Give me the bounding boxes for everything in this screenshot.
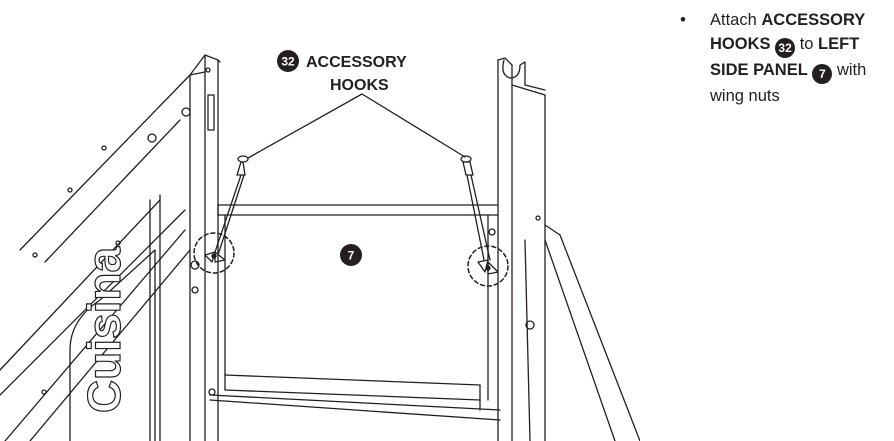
part-a-number-badge: 32 <box>775 38 796 58</box>
leader-line-left <box>247 93 363 159</box>
callout-line-1: ACCESSORY <box>306 54 407 71</box>
instruction-suffix-1: with <box>832 61 867 79</box>
callout-line-2: HOOKS <box>330 77 389 94</box>
wing-nut-left <box>204 251 226 263</box>
left-side-frame <box>0 54 221 441</box>
part-b-name-1: LEFT <box>818 35 860 53</box>
instruction-prefix: Attach <box>710 11 762 29</box>
accessory-hooks-callout: 32 ACCESSORY HOOKS <box>277 50 407 94</box>
accessory-hook-right <box>460 155 491 261</box>
assembly-diagram: Cuisina 32 ACCESSORY HOOKS 7 <box>0 50 640 441</box>
part-b-name-2: SIDE PANEL <box>710 61 808 79</box>
leader-line-right <box>361 93 466 158</box>
panel-number-badge: 7 <box>340 244 362 266</box>
bullet-marker: • <box>680 10 686 29</box>
right-side-frame <box>488 57 640 441</box>
detail-circle-left <box>193 232 235 274</box>
wing-nut-right <box>477 259 499 275</box>
accessory-hook-left <box>213 155 249 256</box>
part-a-name-2: HOOKS <box>710 35 771 53</box>
callout-number: 32 <box>281 55 295 69</box>
instruction-suffix-2: wing nuts <box>710 87 780 105</box>
instruction-text: Attach ACCESSORY HOOKS 32 to LEFT SIDE P… <box>710 8 866 108</box>
detail-circle-right <box>467 245 509 287</box>
instruction-connector: to <box>795 35 819 53</box>
part-b-number-badge: 7 <box>812 64 833 84</box>
panel-number: 7 <box>348 249 355 263</box>
left-side-panel <box>209 204 501 421</box>
part-a-name-1: ACCESSORY <box>761 11 866 29</box>
instruction-item: • Attach ACCESSORY HOOKS 32 to LEFT SIDE… <box>680 8 890 108</box>
brand-lettering: Cuisina <box>78 247 130 414</box>
instruction-list: • Attach ACCESSORY HOOKS 32 to LEFT SIDE… <box>680 8 890 108</box>
